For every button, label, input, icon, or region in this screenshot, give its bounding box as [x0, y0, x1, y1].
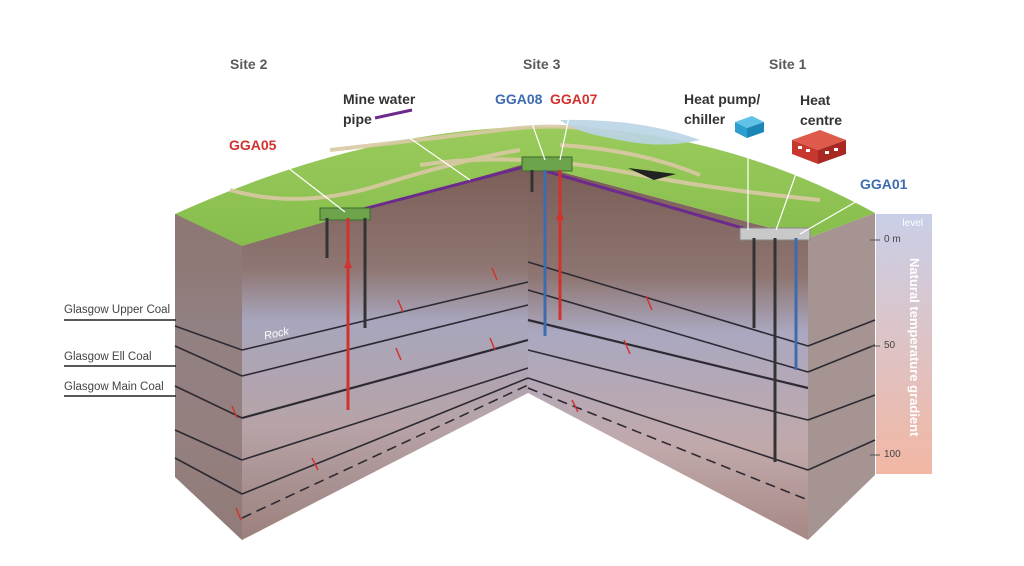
mine-water-pipe-line1: Mine water: [343, 91, 416, 107]
ground-surface: [175, 126, 875, 246]
leader-lines: [277, 111, 867, 235]
gauge-tick-50: 50: [884, 340, 896, 351]
gauge-tick-100: 100: [884, 449, 901, 460]
heat-centre-line2: centre: [800, 112, 843, 128]
heat-centre-line1: Heat: [800, 92, 831, 108]
mine-water-pipe-label: Mine water pipe: [343, 89, 415, 129]
water-level-line1: Water: [896, 206, 923, 217]
river: [560, 119, 700, 145]
gauge-ticks: [870, 239, 880, 456]
left-strata: [174, 281, 529, 519]
site-2-title: Site 2: [230, 56, 268, 72]
heat-pump-box-icon: [735, 116, 764, 138]
ggao1-label: GGA01: [860, 176, 908, 192]
ggao5-label: GGA05: [229, 137, 277, 153]
right-block-face: [528, 163, 808, 540]
heat-pump-label: Heat pump/ chiller: [684, 89, 760, 129]
pipe-legend-swatch: [374, 108, 413, 120]
temperature-gradient-title: Natural temperature gradient: [907, 258, 922, 437]
right-end-face: [808, 213, 875, 540]
water-level-label: Water level: [885, 206, 923, 230]
coal-seam-leaders: [64, 319, 176, 397]
gauge-tick-0: 0 m: [884, 234, 901, 245]
direction-arrow: [628, 168, 676, 180]
temperature-gauge-bar: [876, 214, 932, 474]
mine-water-pipe-line2: pipe: [343, 111, 372, 127]
platform-site2: [319, 207, 371, 221]
platform-site3: [521, 156, 573, 172]
right-strata: [527, 261, 876, 501]
ggao8-label: GGA08: [495, 91, 543, 107]
left-end-face: [175, 214, 242, 540]
heat-pump-line2: chiller: [684, 111, 726, 127]
coal-seam-main: Glasgow Main Coal: [64, 381, 164, 393]
heat-centre-label: Heat centre: [800, 90, 842, 130]
left-block-face: [175, 163, 528, 540]
heat-pump-line1: Heat pump/: [684, 91, 761, 107]
site-3-title: Site 3: [523, 56, 561, 72]
water-level-line2: level: [902, 218, 923, 229]
ggao7-label: GGA07: [550, 91, 598, 107]
coal-seam-upper: Glasgow Upper Coal: [64, 304, 171, 316]
heat-centre-box-icon: [792, 130, 846, 164]
site-1-title: Site 1: [769, 56, 807, 72]
coal-seam-ell: Glasgow Ell Coal: [64, 351, 152, 363]
fault-marks: [231, 267, 653, 521]
